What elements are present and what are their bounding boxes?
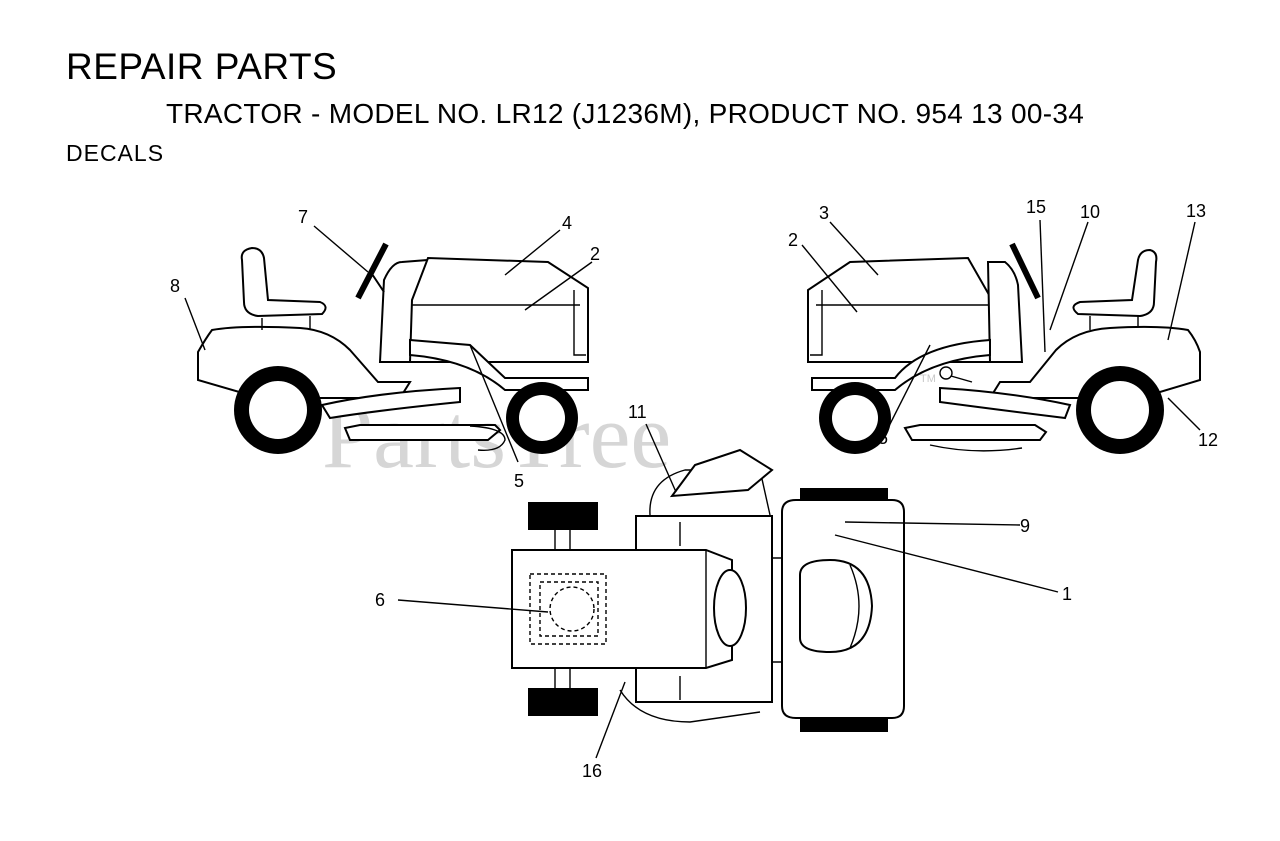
rear-joint-top [772,557,782,663]
callout-3: 3 [819,203,829,223]
rear-tire-top-upper [800,488,888,502]
rear-hub-right [1091,381,1149,439]
frame-right [811,338,991,391]
tractor-right-side-view [807,242,1201,454]
front-hub-right [832,395,878,441]
mower-deck-right [903,424,1048,441]
fuel-cap-top [549,586,595,632]
discharge-chute-top [669,448,774,498]
grille-left [573,290,586,356]
mower-deck-left [343,424,502,441]
frame-left [409,338,589,391]
front-hub-left [519,395,565,441]
dash-tower-right [986,261,1024,363]
rear-tire-top-lower [800,718,888,732]
page-title: REPAIR PARTS [66,46,338,87]
seat-post-left [261,316,311,330]
grille-right [810,290,823,356]
watermark-tm: TM [920,373,936,385]
front-axle-top [554,530,571,688]
seat-top [799,558,874,654]
callout-7: 7 [298,207,308,227]
callout-10: 10 [1080,202,1100,222]
seat-right [1072,248,1158,318]
decal-inner-outline-top [539,581,599,637]
tractor-left-side-view [197,242,589,454]
callout-11: 11 [628,402,647,422]
callout-4: 4 [562,213,572,233]
decal-outline-top [529,573,607,645]
ignition-key-shaft [950,375,973,383]
callout-16: 16 [582,761,602,781]
steering-shaft-left [371,273,385,293]
callout-12: 12 [1198,430,1218,450]
steering-wheel-left [355,242,389,300]
callout-15: 15 [1026,197,1046,217]
seat-left [240,246,327,318]
callout-5-right: 5 [878,428,888,448]
footrest-right [939,386,1072,420]
callout-2-left: 2 [590,244,600,264]
callout-2-right: 2 [788,230,798,250]
steering-wheel-right [1009,242,1041,300]
front-tire-top-lower [528,688,598,716]
rear-hub-left [249,381,307,439]
callout-8: 8 [170,276,180,296]
ignition-key-icon [939,366,953,380]
tractor-top-view [511,448,905,732]
section-heading: DECALS [66,140,165,166]
seat-back-top [849,564,860,649]
deck-chute-left [469,425,506,451]
callout-numbers: 7 8 4 2 5 3 2 5 15 10 13 12 11 9 1 6 16 [170,197,1218,781]
model-subtitle: TRACTOR - MODEL NO. LR12 (J1236M), PRODU… [166,98,1085,129]
callout-9: 9 [1020,516,1030,536]
hood-left [408,256,589,363]
callout-5-left: 5 [514,471,524,491]
front-tire-top-upper [528,502,598,530]
deck-chute-right [929,444,1023,452]
hood-top [511,549,733,669]
callout-1: 1 [1062,584,1072,604]
callout-6: 6 [375,590,385,610]
dash-oval-top [713,569,747,647]
deck-top-lower [619,689,761,723]
leader-lines [184,219,1201,759]
footrest-left [320,386,461,420]
deck-top-upper [649,469,771,516]
callout-13: 13 [1186,201,1206,221]
